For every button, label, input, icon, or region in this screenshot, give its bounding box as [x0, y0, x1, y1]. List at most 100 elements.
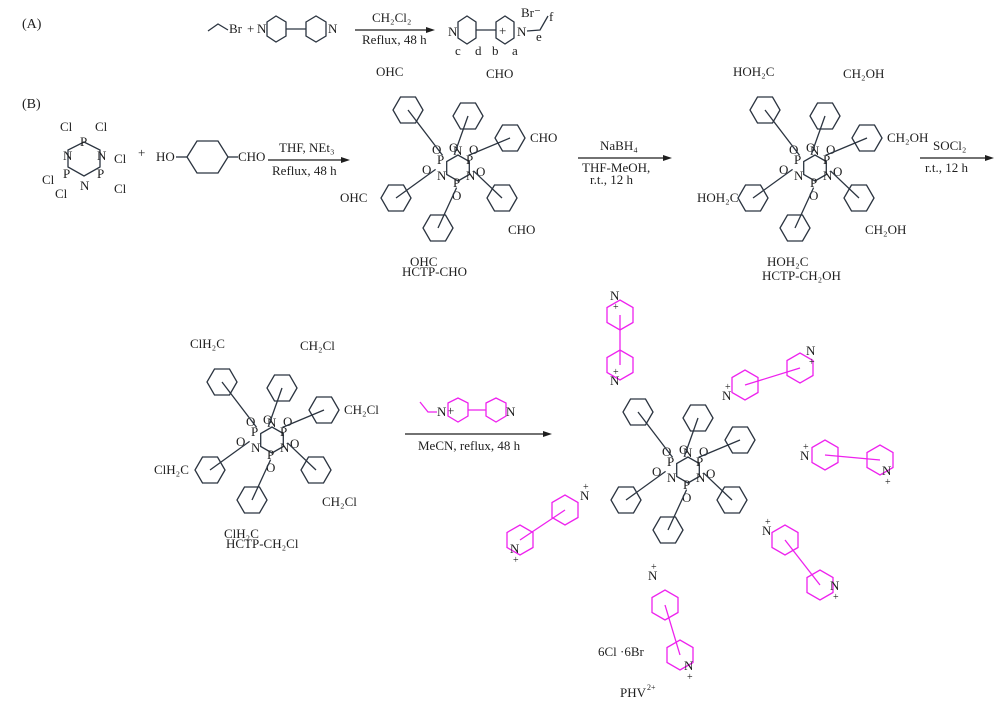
viologen-n-1a: N	[610, 373, 620, 388]
hctp-cho-n1: N	[453, 143, 463, 158]
viologen-ring	[651, 589, 679, 621]
phv-core-o2: O	[679, 442, 688, 457]
hctp-ch2cl-end-group-2: CH₂Cl	[300, 338, 335, 353]
plus-sign-b: +	[138, 145, 145, 160]
phv-core-aryl-ring	[716, 486, 748, 514]
step1-top: THF, NEt₃	[279, 140, 335, 155]
hctp-ch2oh-end-group-4: CH₂OH	[865, 222, 906, 237]
hctp-ch2cl-end-group-6: ClH₂C	[224, 526, 259, 541]
arrow-step2: NaBH₄ THF-MeOH, r.t., 12 h	[578, 138, 672, 187]
hctp-ch2oh-o-bond	[764, 109, 801, 156]
phv-core-o6: O	[682, 490, 691, 505]
phv-core-aryl-ring	[610, 486, 642, 514]
hctp-ch2oh-o1: O	[789, 142, 798, 157]
hctp-ch2cl-ring	[260, 426, 284, 454]
hctp-cho-o-bond	[407, 109, 444, 156]
hctp-ch2cl-o4: O	[290, 436, 299, 451]
phv-core-p3: P	[683, 477, 690, 492]
hctp-ch2cl-end-group-1: ClH₂C	[190, 336, 225, 351]
hctp-cho-aryl-ring	[486, 184, 518, 212]
phv-core-o3: O	[699, 444, 708, 459]
hctp-cho-aryl-ring	[452, 102, 484, 130]
hctp-cho-n2: N	[437, 168, 447, 183]
hctp-cho-o5: O	[422, 162, 431, 177]
reagent-nplus: N	[437, 404, 447, 419]
hctp-cho-end-group-3: CHO	[530, 130, 557, 145]
hctp-ch2oh-o2: O	[806, 140, 815, 155]
hexachlorocyclotriphosphazene: P N P N P N Cl Cl Cl Cl Cl Cl	[42, 119, 127, 201]
hctp-ch2oh-o-bond	[829, 170, 860, 199]
hccp-cl3: Cl	[114, 151, 127, 166]
hctp-cho-aryl-ring	[380, 184, 412, 212]
viologen-link	[664, 604, 681, 656]
hccp-p3: P	[63, 166, 70, 181]
hctp-ch2oh-aryl-ring	[749, 96, 781, 124]
viologen-plus-1a: +	[613, 367, 619, 378]
hccp-p1: P	[80, 134, 87, 149]
hctp-cho-o-bond	[437, 187, 458, 229]
hctp-ch2cl-p1: P	[251, 424, 258, 439]
arrow-step4: N + N MeCN, reflux, 48 h	[405, 397, 552, 453]
hctp-ch2oh-n3: N	[823, 168, 833, 183]
hctp-cho-end-group-4: CHO	[508, 222, 535, 237]
label-b: b	[492, 43, 499, 58]
hctp-ch2cl-aryl-ring	[194, 456, 226, 484]
label-f: f	[549, 9, 554, 24]
viologen-n-1b: N	[610, 288, 620, 303]
phv-name: PHV	[620, 685, 647, 700]
phv-label: PHV 2+	[620, 683, 656, 700]
phv-core-o4: O	[706, 466, 715, 481]
hctp-ch2cl-end-group-5: ClH₂C	[154, 462, 189, 477]
hctp-cho-aryl-ring	[494, 124, 526, 152]
phv-core-o-bond	[625, 470, 666, 501]
hctp-cho-o-bond	[468, 137, 511, 156]
phv-core-aryl-ring	[724, 426, 756, 454]
hccp-p2: P	[97, 166, 104, 181]
hctp-ch2oh-o3: O	[826, 142, 835, 157]
viologen-ring	[771, 524, 799, 556]
bipy-n1: N	[257, 21, 267, 36]
phv-core-o-bond	[702, 472, 733, 501]
hctp-ch2oh-o-bond	[752, 168, 793, 199]
arrow-step1: THF, NEt₃ Reflux, 48 h	[268, 140, 350, 178]
step1-bottom: Reflux, 48 h	[272, 163, 337, 178]
hctp-ch2cl-o-bond	[221, 381, 258, 428]
hctp-ch2cl-o-bond	[251, 459, 272, 501]
viologen-plus-2a: +	[725, 382, 731, 393]
hctp-ch2cl-o-bond	[209, 440, 250, 471]
prod-n: N	[448, 24, 458, 39]
bipy-n2: N	[328, 21, 338, 36]
hctp-cho-end-group-6: OHC	[410, 254, 437, 269]
phv-core-aryl-ring	[652, 516, 684, 544]
hctp-ch2cl-aryl-ring	[300, 456, 332, 484]
4-hydroxybenzaldehyde: HO CHO	[156, 140, 265, 174]
hctp-ch2oh-o4: O	[833, 164, 842, 179]
step4-bottom: MeCN, reflux, 48 h	[418, 438, 521, 453]
phv-charge: 2+	[647, 683, 656, 692]
hctp-ch2oh-ring	[803, 154, 827, 182]
hctp-ch2oh-label: HCTP-CH₂OH	[762, 268, 841, 283]
prod-nplus: N	[517, 24, 527, 39]
hctp-cho-aryl-ring	[422, 214, 454, 242]
viologen-plus-6b: +	[513, 555, 519, 566]
hctp-ch2oh-o5: O	[779, 162, 788, 177]
phv-core-o-bond	[667, 489, 688, 531]
hctp-ch2oh-n1: N	[810, 143, 820, 158]
hctp-cho-o6: O	[452, 188, 461, 203]
hctp-ch2oh-o-bond	[825, 137, 868, 156]
hctp-cho-p3: P	[453, 175, 460, 190]
viologen-ring	[506, 524, 534, 556]
hccp-cl4: Cl	[114, 181, 127, 196]
viologen-ring	[811, 439, 839, 471]
phv-core-aryl-ring	[682, 404, 714, 432]
plus-sign: +	[247, 21, 254, 36]
hctp-cho-o-bond	[472, 170, 503, 199]
step2-bottom: r.t., 12 h	[590, 172, 633, 187]
hctp-cho-o-bond	[453, 115, 469, 155]
hctp-ch2cl-end-group-4: CH₂Cl	[322, 494, 357, 509]
reagent-n: N	[506, 404, 516, 419]
hccp-n2: N	[80, 178, 90, 193]
phv-core-p1: P	[667, 454, 674, 469]
